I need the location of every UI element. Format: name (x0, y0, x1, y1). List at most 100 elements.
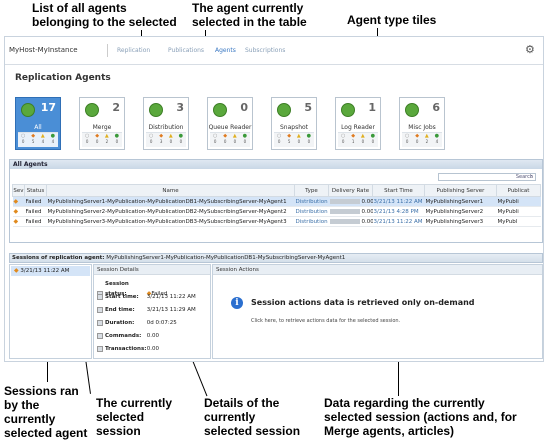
column-header[interactable]: Start Time (372, 184, 425, 197)
tile-count: ▲2 (104, 133, 109, 145)
detail-icon (97, 293, 103, 300)
retrieve-actions-link[interactable]: Click here, to retrieve actions data for… (251, 318, 401, 324)
callout-session-details: Details of the currently selected sessio… (204, 396, 301, 438)
row-publication: MyPubl (496, 216, 541, 227)
nav-publications[interactable]: Publications (168, 47, 205, 54)
row-status: Failed (24, 206, 47, 217)
agent-tile-all[interactable]: 17 All ○0 ◆5 ▲4 ●4 (15, 97, 61, 150)
nav-replication[interactable]: Replication (117, 47, 151, 54)
column-header[interactable]: Sev (12, 184, 25, 197)
callout-agent-tiles: Agent type tiles (347, 13, 437, 27)
tile-count: ●0 (242, 133, 248, 145)
row-server: MyPublishingServer2 (424, 206, 497, 217)
tile-count: ▲0 (360, 133, 365, 145)
failed-icon: ◆ (13, 208, 19, 215)
search-input[interactable]: Search⌕ (438, 173, 536, 181)
tile-count: ●0 (370, 133, 376, 145)
column-header[interactable]: Delivery Rate (328, 184, 373, 197)
tile-count: ◆0 (95, 133, 100, 145)
row-name: MyPublishingServer3-MyPublication-MyPubl… (46, 216, 295, 227)
host-name: MyHost-MyInstance (9, 46, 78, 54)
callout-agent-selected: The agent currently selected in the tabl… (192, 1, 307, 29)
detail-row: Start time: 3/21/13 11:22 AM (97, 292, 207, 302)
table-row[interactable]: ◆ Failed MyPublishingServer2-MyPublicati… (12, 206, 541, 217)
agent-tile-distribution[interactable]: 3 Distribution ○0◆3▲0●0 (143, 97, 189, 150)
tile-count: ●0 (114, 133, 120, 145)
session-item[interactable]: ◆ 3/21/13 11:22 AM (11, 266, 90, 276)
row-server: MyPublishingServer3 (424, 216, 497, 227)
tile-count-total: 6 (432, 101, 440, 114)
agent-tile-log-reader[interactable]: 1 Log Reader ○0◆1▲0●0 (335, 97, 381, 150)
search-icon: ⌕ (530, 174, 533, 180)
table-row[interactable]: ◆ Failed MyPublishingServer3-MyPublicati… (12, 216, 541, 227)
row-status: Failed (24, 216, 47, 227)
tile-count-total: 1 (368, 101, 376, 114)
tile-count: ●4 (50, 133, 56, 145)
nav-agents[interactable]: Agents (215, 47, 236, 54)
agent-icon (85, 103, 99, 117)
detail-row: Session status: ◆Failed (97, 279, 207, 297)
callout-list-agents: List of all agents belonging to the sele… (32, 1, 177, 29)
page-title: Replication Agents (15, 73, 111, 83)
column-header[interactable]: Publicat (496, 184, 541, 197)
agent-icon (277, 103, 291, 117)
info-icon: i (231, 297, 243, 309)
tile-label: Distribution (148, 124, 184, 131)
tile-count: ▲0 (232, 133, 237, 145)
row-type: Distribution (294, 206, 329, 217)
column-header[interactable]: Type (294, 184, 329, 197)
session-actions-title: Session Actions (213, 265, 542, 275)
tile-count-total: 2 (112, 101, 120, 114)
callout-session-data: Data regarding the currently selected se… (324, 396, 517, 438)
agent-tile-misc-jobs[interactable]: 6 Misc Jobs ○0◆0▲2●4 (399, 97, 445, 150)
column-header[interactable]: Status (24, 184, 47, 197)
tile-label: Merge (92, 124, 112, 131)
agent-tile-merge[interactable]: 2 Merge ○0◆0▲2●0 (79, 97, 125, 150)
tile-count: ●0 (306, 133, 312, 145)
row-rate: 0.00 (328, 206, 373, 217)
tile-count: ▲2 (424, 133, 429, 145)
detail-icon (97, 345, 103, 352)
row-name: MyPublishingServer1-MyPublication-MyPubl… (46, 196, 295, 207)
tile-count: ○0 (148, 133, 154, 145)
agent-icon (213, 103, 227, 117)
tile-count: ○0 (20, 133, 26, 145)
tile-label: Queue Reader (208, 124, 252, 131)
tile-count: ○0 (212, 133, 218, 145)
tile-count: ◆0 (223, 133, 228, 145)
column-header[interactable]: Publishing Server (424, 184, 497, 197)
tile-count: ◆1 (351, 133, 356, 145)
app-window: MyHost-MyInstance Replication Publicatio… (4, 36, 544, 362)
agent-tile-snapshot[interactable]: 5 Snapshot ○0◆5▲0●0 (271, 97, 317, 150)
detail-row: Commands: 0.00 (97, 331, 207, 341)
detail-icon (97, 306, 103, 313)
sessions-bar: Sessions of replication agent: MyPublish… (9, 253, 543, 263)
callout-sessions-ran: Sessions ran by the currently selected a… (4, 384, 88, 440)
tile-count-total: 17 (40, 101, 56, 114)
tile-count: ●0 (178, 133, 184, 145)
table-row[interactable]: ◆ Failed MyPublishingServer1-MyPublicati… (12, 196, 541, 207)
tile-count: ○0 (340, 133, 346, 145)
tile-count: ●4 (434, 133, 440, 145)
tile-label: All (34, 124, 42, 131)
nav-subscriptions[interactable]: Subscriptions (245, 47, 286, 54)
agent-tile-queue-reader[interactable]: 0 Queue Reader ○0◆0▲0●0 (207, 97, 253, 150)
failed-icon: ◆ (13, 218, 19, 225)
sessions-agent: MyPublishingServer1-MyPublication-MyPubl… (106, 255, 346, 261)
tile-count: ▲4 (40, 133, 45, 145)
tile-count: ◆5 (287, 133, 292, 145)
session-details-title: Session Details (94, 265, 210, 275)
column-header[interactable]: Name (46, 184, 295, 197)
row-server: MyPublishingServer1 (424, 196, 497, 207)
tile-count: ◆5 (31, 133, 36, 145)
row-start: 3/21/13 4:28 PM (372, 206, 425, 217)
callout-current-session: The currently selected session (96, 396, 173, 438)
gear-icon[interactable]: ⚙ (525, 43, 535, 56)
actions-heading: Session actions data is retrieved only o… (251, 298, 475, 307)
row-name: MyPublishingServer2-MyPublication-MyPubl… (46, 206, 295, 217)
session-actions-panel: Session Actions i Session actions data i… (212, 264, 543, 359)
tile-count: ◆3 (159, 133, 164, 145)
